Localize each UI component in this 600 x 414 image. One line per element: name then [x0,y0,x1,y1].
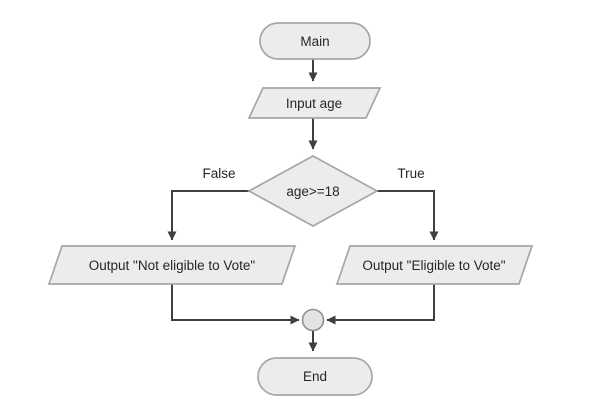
input-age-node-label: Input age [286,96,342,111]
output-eligible-node-label: Output "Eligible to Vote" [362,258,505,273]
output-eligible-node-shape [335,245,534,285]
decision-node: age>=18 [247,155,379,227]
edge-decision-true-arrow [377,190,439,241]
output-not-eligible-node-shape [47,245,297,285]
decision-node-shape [247,155,379,227]
merge-connector-node [301,308,325,332]
decision-node-label: age>=18 [286,184,339,199]
end-node-shape [257,357,373,396]
edge-not-eligible-to-merge-arrow [171,284,300,325]
input-age-node-shape [247,87,382,119]
output-not-eligible-node: Output "Not eligible to Vote" [47,245,297,285]
main-node-label: Main [300,34,329,49]
main-node-shape [259,22,371,60]
edge-eligible-to-merge-arrow [326,284,435,325]
edge-decision-false-arrow [167,190,250,241]
end-node-label: End [303,369,327,384]
input-age-node: Input age [247,87,382,119]
output-eligible-node: Output "Eligible to Vote" [335,245,534,285]
false-branch-label: False [202,166,235,181]
main-node: Main [259,22,371,60]
output-not-eligible-node-label: Output "Not eligible to Vote" [89,258,256,273]
true-branch-label: True [397,166,424,181]
end-node: End [257,357,373,396]
